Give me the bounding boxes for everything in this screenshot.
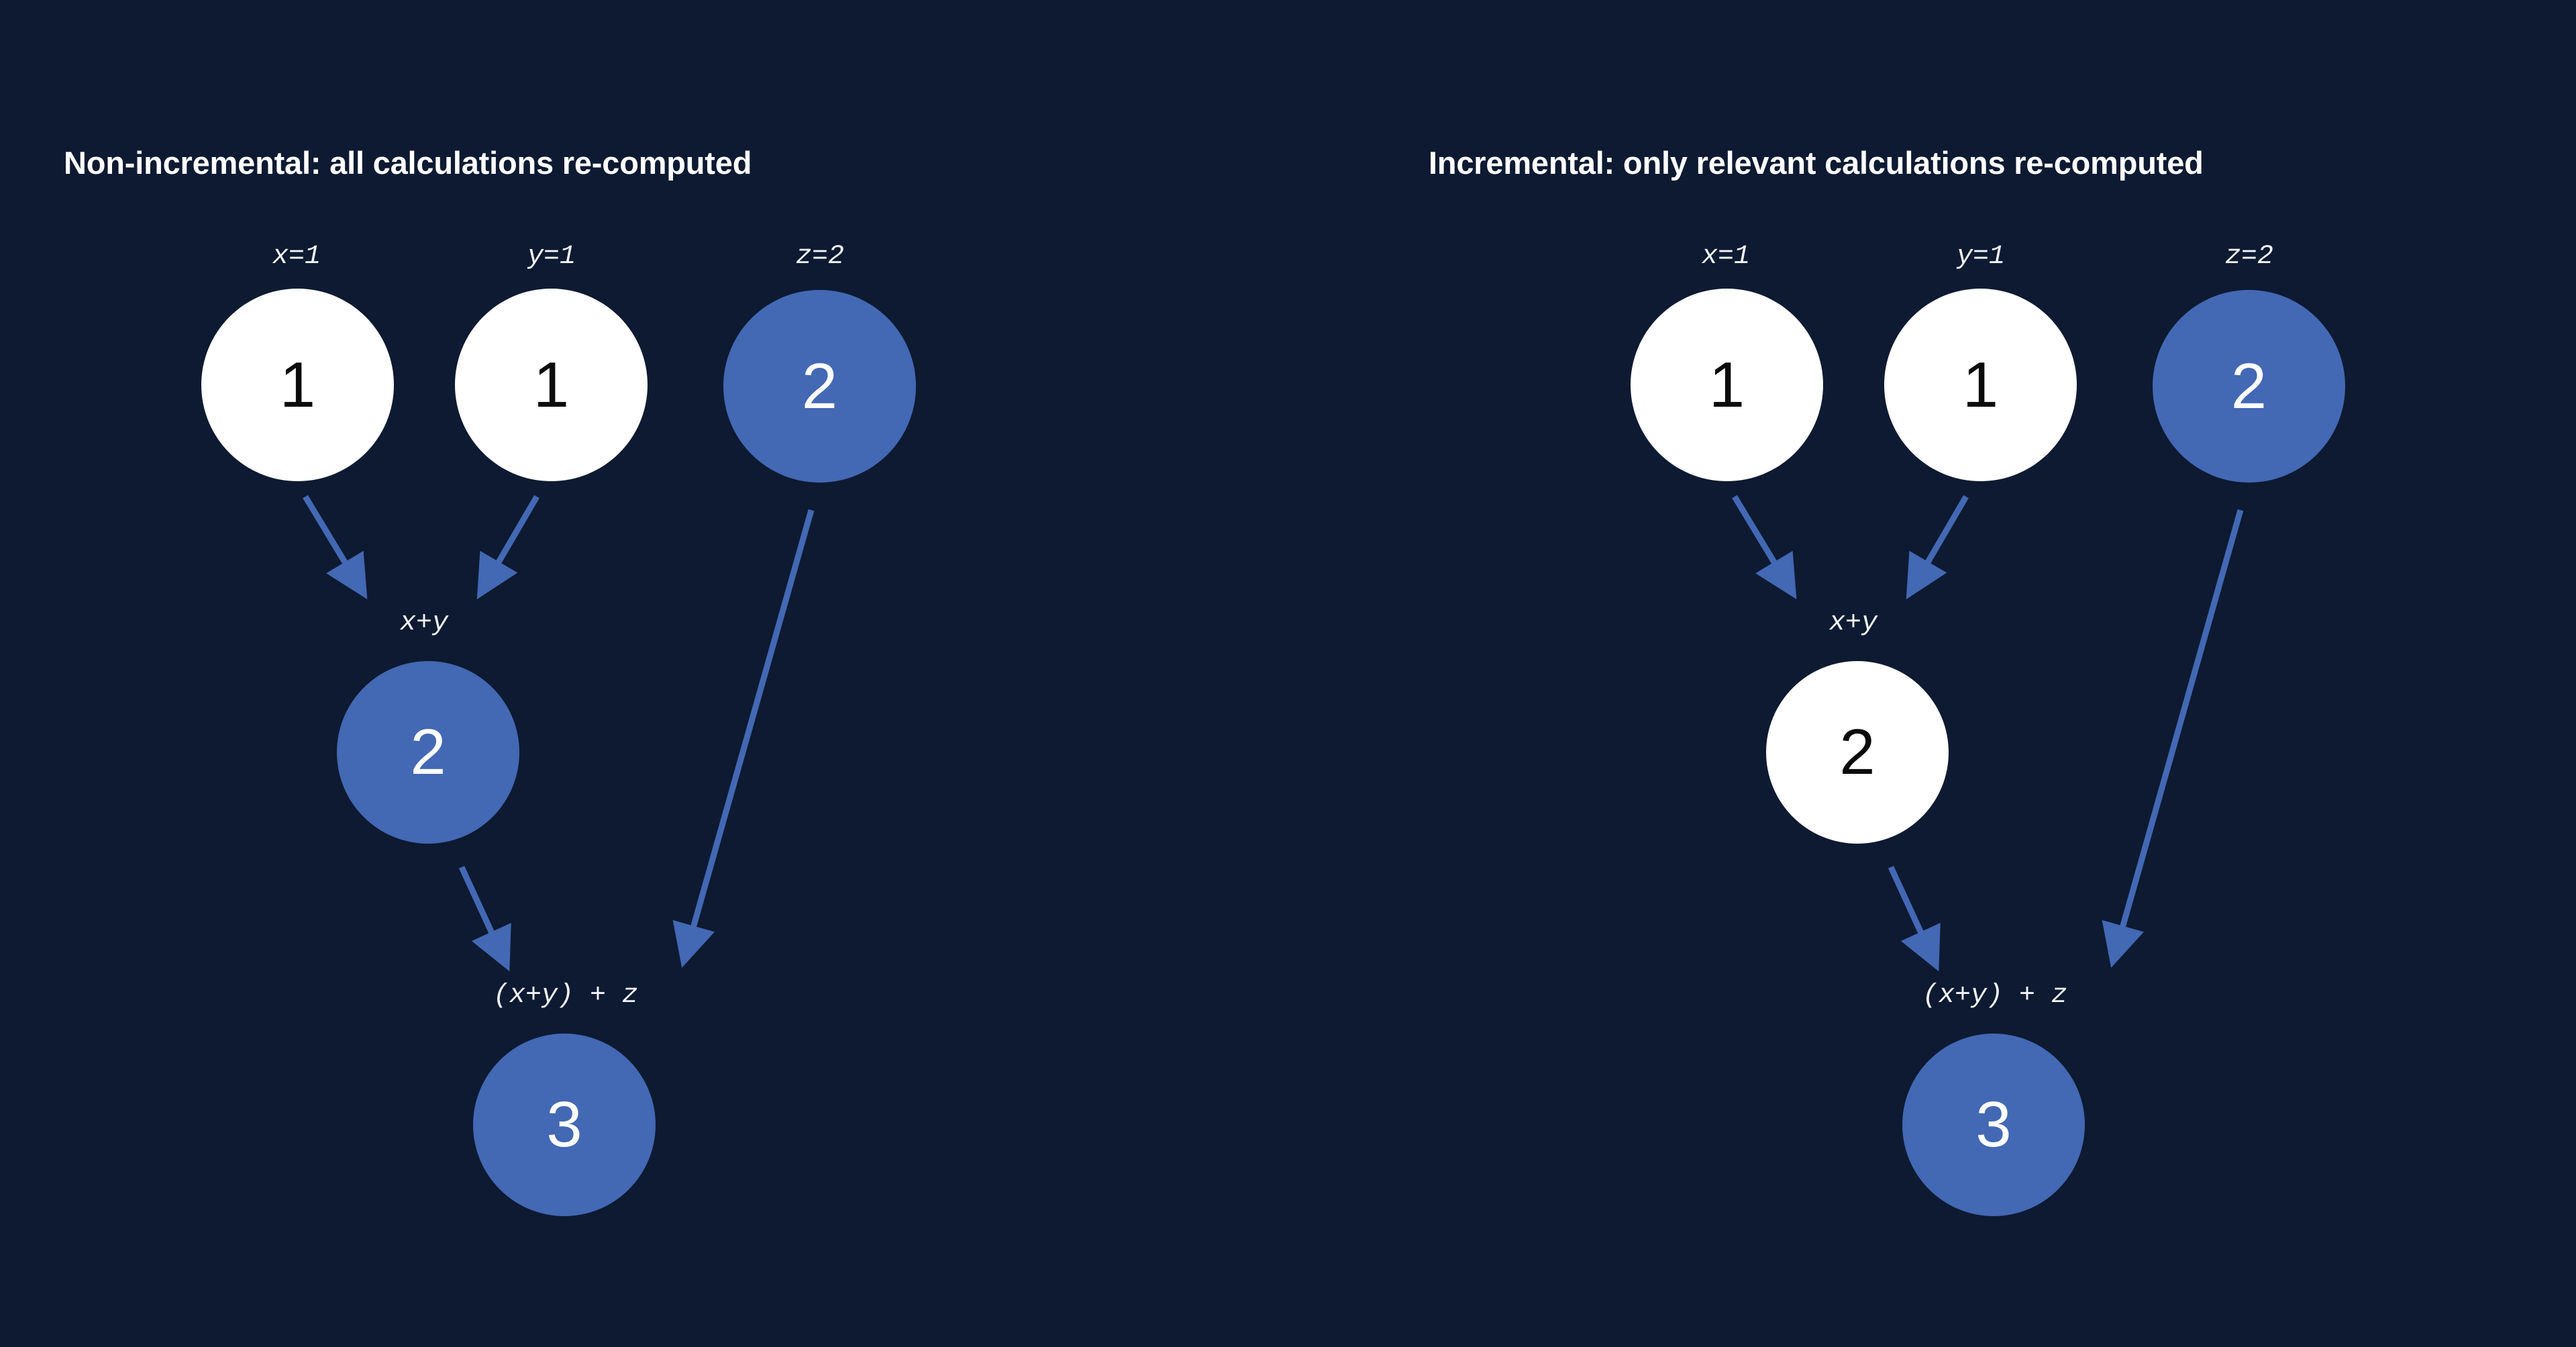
- node-x: 1: [201, 289, 394, 481]
- node-label-xy: x+y: [399, 608, 449, 638]
- node-y: 1: [1884, 289, 2077, 481]
- panel-title-incremental: Incremental: only relevant calculations …: [1429, 145, 2204, 181]
- node-y: 1: [455, 289, 648, 481]
- node-label-x: x=1: [272, 242, 321, 272]
- node-z: 2: [723, 290, 916, 483]
- node-result: 3: [1902, 1034, 2085, 1216]
- node-x: 1: [1631, 289, 1823, 481]
- node-label-z: z=2: [795, 242, 845, 272]
- node-z: 2: [2153, 290, 2345, 483]
- node-xy: 2: [1766, 661, 1949, 844]
- node-xy: 2: [337, 661, 519, 844]
- node-label-x: x=1: [1701, 242, 1751, 272]
- panel-incremental: Incremental: only relevant calculations …: [1429, 0, 2576, 1347]
- node-label-result: (x+y) + z: [1922, 981, 2068, 1011]
- panel-non-incremental: Non-incremental: all calculations re-com…: [64, 145, 916, 1216]
- panel-title-non-incremental: Non-incremental: all calculations re-com…: [64, 145, 752, 181]
- node-result: 3: [473, 1034, 656, 1216]
- node-label-xy: x+y: [1828, 608, 1878, 638]
- node-label-y: y=1: [527, 242, 576, 272]
- node-label-result: (x+y) + z: [493, 981, 639, 1011]
- node-label-z: z=2: [2224, 242, 2274, 272]
- node-label-y: y=1: [1956, 242, 2006, 272]
